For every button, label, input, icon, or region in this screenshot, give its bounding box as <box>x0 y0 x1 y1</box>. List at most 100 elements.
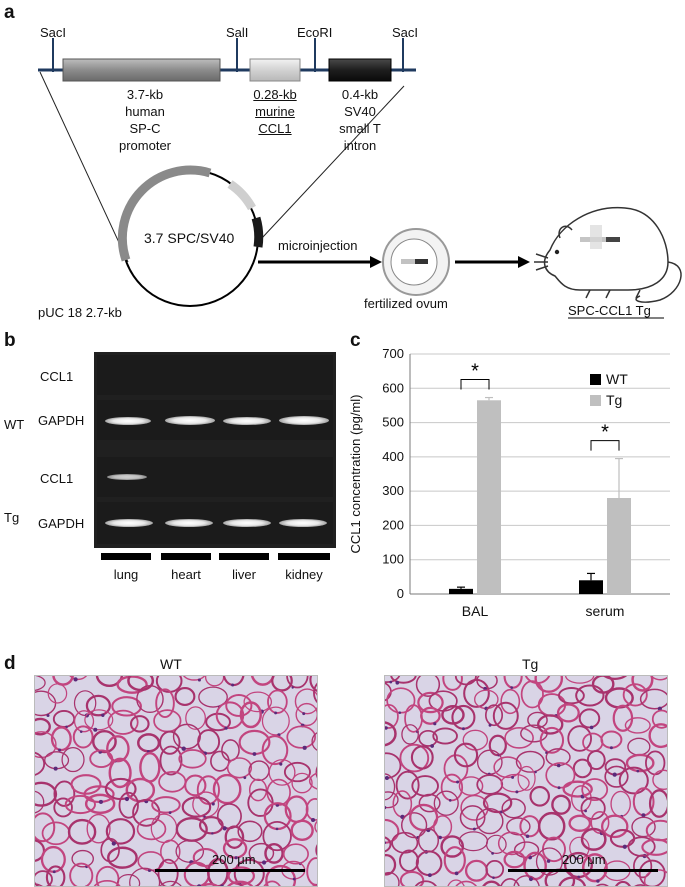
alveolus <box>651 709 667 729</box>
lane-label-lung: lung <box>113 567 139 582</box>
nucleus <box>557 786 561 790</box>
plasmid-label: 3.7 SPC/SV40 <box>144 230 235 246</box>
alveolus <box>622 683 648 707</box>
alveolus <box>385 703 399 729</box>
alveolus <box>520 724 548 743</box>
alveolus <box>537 714 564 735</box>
alveolus <box>67 818 97 845</box>
alveolus <box>503 676 523 689</box>
alveolus <box>633 854 653 879</box>
nucleus <box>488 723 492 727</box>
alveolus <box>385 791 399 809</box>
alveolus <box>475 807 504 835</box>
nucleus <box>385 806 387 810</box>
nucleus <box>510 686 514 690</box>
alveolus <box>400 812 428 839</box>
alveolus <box>93 879 121 886</box>
alveolus <box>401 724 419 745</box>
alveolus <box>264 842 284 864</box>
scale-bar-wt <box>155 869 305 872</box>
alveolus <box>443 754 469 783</box>
alveolus <box>183 676 206 681</box>
alveolus <box>534 676 564 693</box>
alveolus <box>463 678 490 708</box>
lane-bar-heart <box>161 553 211 560</box>
alveolus <box>118 791 139 819</box>
alveolus <box>35 751 46 776</box>
site-ecori: EcoRI <box>297 25 333 40</box>
alveolus <box>210 750 230 772</box>
nucleus <box>292 877 296 881</box>
nucleus <box>98 799 104 804</box>
nucleus <box>430 744 435 748</box>
plasmid-promoter-arc <box>117 165 212 262</box>
band-wt-gapdh-heart <box>165 416 215 425</box>
mouse-label: SPC-CCL1 Tg <box>568 303 651 318</box>
nucleus <box>261 860 267 865</box>
alveolus <box>263 880 281 886</box>
alveolus <box>399 870 425 886</box>
nucleus <box>58 748 62 752</box>
alveolus <box>602 676 628 680</box>
nucleus <box>511 775 515 779</box>
alveolus <box>624 717 651 734</box>
nucleus <box>575 857 579 861</box>
x-category-label: BAL <box>462 603 489 619</box>
alveolus <box>237 820 263 843</box>
legend-label-wt: WT <box>606 371 628 387</box>
alveolus <box>311 732 317 751</box>
ovum-label: fertilized ovum <box>364 296 448 311</box>
alveolus <box>243 691 273 713</box>
alveolus <box>385 773 396 801</box>
significance-star: * <box>601 422 609 444</box>
significance-bracket <box>460 379 490 390</box>
nucleus <box>197 678 201 682</box>
alveolus <box>641 838 667 856</box>
alveolus <box>504 727 534 749</box>
alveolus <box>556 703 580 723</box>
alveolus <box>447 879 465 886</box>
nucleus <box>46 713 50 718</box>
alveolus <box>212 773 242 805</box>
nucleus <box>622 844 627 849</box>
alveolus <box>47 683 68 704</box>
gel-group-tg: Tg <box>4 510 20 525</box>
significance-bracket <box>590 440 620 451</box>
alveolus <box>107 846 138 869</box>
nucleus <box>168 811 172 815</box>
alveolus <box>385 871 400 886</box>
nucleus <box>641 813 646 818</box>
alveolus <box>151 796 181 814</box>
alveolus <box>160 839 181 865</box>
alveolus <box>558 687 585 705</box>
alveolus <box>70 774 102 795</box>
nucleus <box>589 725 594 730</box>
band-tg-gapdh-heart <box>165 519 213 527</box>
nucleus <box>291 686 294 689</box>
y-tick-label: 200 <box>382 517 404 532</box>
band-tg-gapdh-lung <box>105 519 153 527</box>
alveolus <box>580 827 607 851</box>
alveolus <box>53 797 73 818</box>
alveolus <box>492 701 519 730</box>
nucleus <box>612 772 617 777</box>
alveolus <box>224 825 245 849</box>
alveolus <box>35 790 45 814</box>
alveolus <box>53 780 76 807</box>
nucleus <box>528 876 533 882</box>
y-tick-label: 600 <box>382 380 404 395</box>
alveolus <box>500 773 530 793</box>
alveolus <box>35 676 46 692</box>
alveolus <box>485 834 507 854</box>
nucleus <box>302 712 306 716</box>
lane-label-kidney: kidney <box>285 567 323 582</box>
alveolus <box>226 757 253 779</box>
histology-title-tg: Tg <box>522 656 539 672</box>
band-tg-gapdh-kidney <box>279 519 327 527</box>
nucleus <box>311 817 316 823</box>
nucleus <box>492 876 495 879</box>
nucleus <box>427 873 432 878</box>
nucleus <box>146 749 150 753</box>
nucleus <box>243 776 247 780</box>
nucleus <box>438 835 442 840</box>
